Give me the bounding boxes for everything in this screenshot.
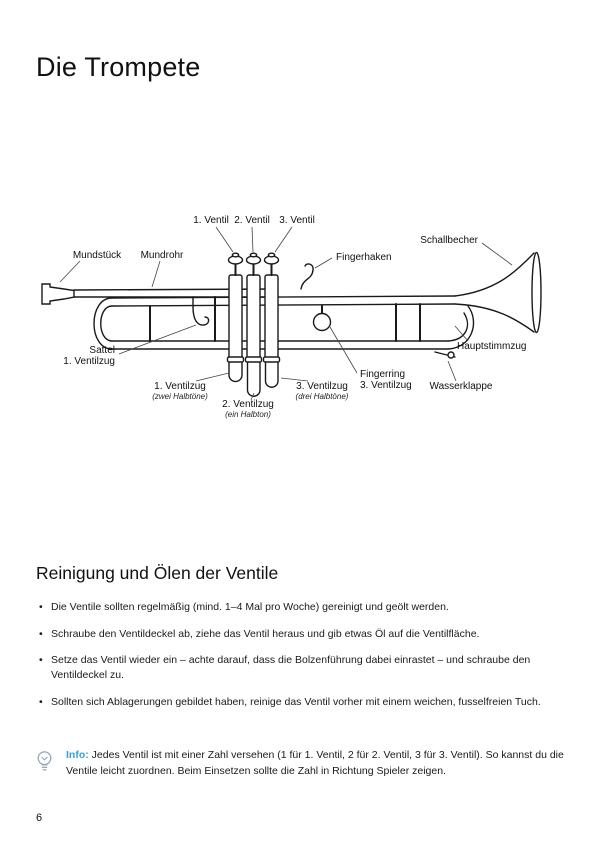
section-heading: Reinigung und Ölen der Ventile xyxy=(36,563,279,583)
bullet-item: Sollten sich Ablagerungen gebildet haben… xyxy=(36,695,566,710)
leader-saddle xyxy=(118,324,197,355)
valve-cap-1 xyxy=(226,356,245,363)
valve-cap-3 xyxy=(262,356,281,363)
bell-rim xyxy=(531,251,542,334)
label-slide1: 1. Ventilzug xyxy=(154,381,206,392)
label-main-tuning-slide: Hauptstimmzug xyxy=(457,341,526,352)
page-number: 6 xyxy=(36,812,43,824)
info-box: Info: Jedes Ventil ist mit einer Zahl ve… xyxy=(34,748,566,780)
bullet-item: Die Ventile sollten regelmäßig (mind. 1–… xyxy=(36,600,566,615)
info-label: Info: xyxy=(66,749,89,761)
main-tuning-slide-bow xyxy=(447,305,475,350)
leader-leadpipe xyxy=(151,260,161,288)
leader-mouthpiece xyxy=(59,260,81,283)
valve-slide-2 xyxy=(246,359,261,397)
label-bell: Schallbecher xyxy=(420,235,478,246)
leader-finger-ring xyxy=(329,326,358,374)
label-slide2-sub: (ein Halbton) xyxy=(225,410,271,419)
lightbulb-icon xyxy=(37,751,52,771)
saddle-hook-shape xyxy=(192,296,210,326)
trumpet-diagram: 1. Ventil 2. Ventil 3. Ventil Schallbech… xyxy=(41,215,542,419)
info-text: Info: Jedes Ventil ist mit einer Zahl ve… xyxy=(66,748,566,780)
bell-pipe-tube xyxy=(111,295,456,307)
leader-slide3 xyxy=(280,377,309,382)
leader-water-key xyxy=(447,360,457,382)
label-saddle-line2: 1. Ventilzug xyxy=(63,356,115,367)
valve-cap-2 xyxy=(244,356,263,363)
bell-flare xyxy=(454,252,535,333)
bullet-item: Setze das Ventil wieder ein – achte dara… xyxy=(36,653,566,682)
leader-finger-hook xyxy=(314,257,333,269)
valve-button-top-2 xyxy=(249,252,258,258)
valve-button-top-1 xyxy=(231,252,240,258)
leader-valve1 xyxy=(215,226,234,253)
bullet-list: Die Ventile sollten regelmäßig (mind. 1–… xyxy=(36,600,566,709)
finger-ring-shape xyxy=(312,312,332,332)
lower-tube xyxy=(111,340,449,350)
bullet-item: Schraube den Ventildeckel ab, ziehe das … xyxy=(36,627,566,642)
info-body: Jedes Ventil ist mit einer Zahl versehen… xyxy=(66,749,564,777)
label-valve1: 1. Ventil xyxy=(193,215,229,226)
label-mouthpiece: Mundstück xyxy=(73,250,122,261)
finger-hook-shape xyxy=(300,263,314,290)
leader-lines xyxy=(59,226,513,401)
label-leadpipe: Mundrohr xyxy=(141,250,184,261)
valve-slide-3 xyxy=(264,359,279,388)
valve-slide-1 xyxy=(228,359,243,383)
label-water-key: Wasserklappe xyxy=(430,381,493,392)
label-slide3-sub: (drei Halbtöne) xyxy=(296,392,349,401)
leader-valve2 xyxy=(251,226,254,253)
valve-casing-1 xyxy=(228,274,243,360)
page-title: Die Trompete xyxy=(36,52,201,83)
mouthpiece-shape xyxy=(41,283,75,305)
leader-main-tuning-slide xyxy=(454,325,469,342)
label-valve3: 3. Ventil xyxy=(279,215,315,226)
trumpet-illustration xyxy=(41,251,542,397)
diagram-labels: 1. Ventil 2. Ventil 3. Ventil Schallbech… xyxy=(63,215,526,419)
valve-button-top-3 xyxy=(267,252,276,258)
water-key-knob xyxy=(447,351,455,359)
leader-valve3 xyxy=(274,226,293,253)
label-finger-hook: Fingerhaken xyxy=(336,252,392,263)
valve-casing-3 xyxy=(264,274,279,360)
label-valve2: 2. Ventil xyxy=(234,215,270,226)
leader-slide1 xyxy=(195,372,230,382)
label-slide1-sub: (zwei Halbtöne) xyxy=(152,392,208,401)
label-slide3: 3. Ventilzug xyxy=(296,381,348,392)
cleaning-section: Reinigung und Ölen der Ventile Die Venti… xyxy=(36,563,566,721)
leader-bell xyxy=(481,242,513,266)
label-saddle-line1: Sattel xyxy=(89,345,115,356)
valve-casing-2 xyxy=(246,274,261,360)
left-bow xyxy=(93,297,113,350)
label-slide2: 2. Ventilzug xyxy=(222,399,274,410)
label-finger-ring-line2: 3. Ventilzug xyxy=(360,380,412,391)
label-finger-ring-line1: Fingerring xyxy=(360,369,405,380)
leader-slide2 xyxy=(250,392,255,401)
